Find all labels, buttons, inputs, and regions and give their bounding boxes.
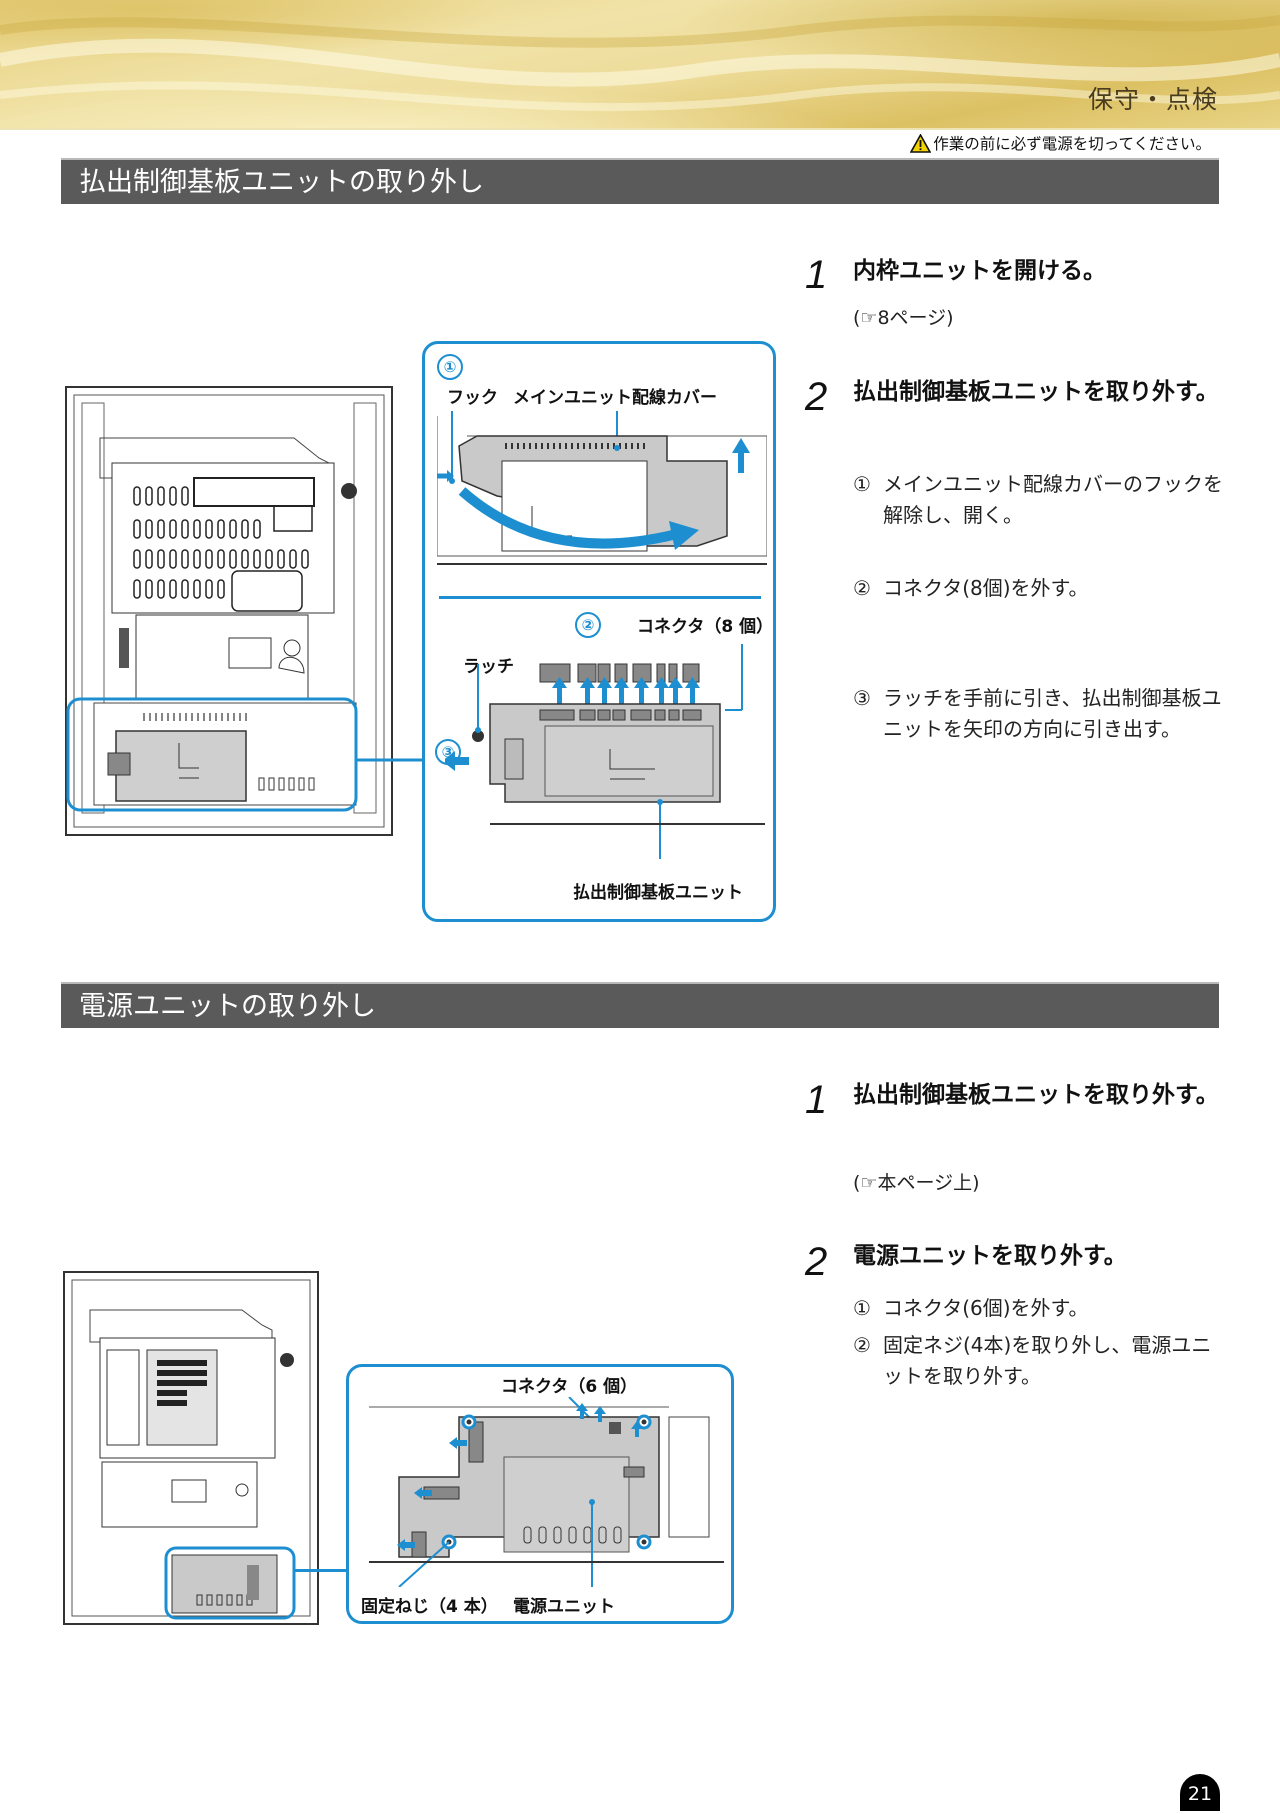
machine-overview-illustration [65,386,393,836]
step-number: 2 [805,1240,828,1284]
step-title: 払出制御基板ユニットを取り外す。 [853,379,1219,405]
substep-text: 固定ネジ(4本)を取り外し、電源ユニットを取り外す。 [883,1333,1212,1388]
section-title-power-unit: 電源ユニットの取り外し [61,982,1219,1028]
label-connectors-6: コネクタ（6 個） [501,1377,638,1397]
substep: ① コネクタ(6個)を外す。 [853,1293,1228,1324]
label-connectors-8: コネクタ（8 個） [637,617,774,637]
page-reference: (☞本ページ上) [853,1172,980,1194]
payout-board-illustration [445,644,765,859]
substep-text: コネクタ(6個)を外す。 [883,1296,1089,1320]
chapter-title: 保守・点検 [1087,85,1218,114]
substep-text: コネクタ(8個)を外す。 [883,576,1089,600]
label-main-unit-wiring-cover: メインユニット配線カバー [513,388,717,408]
step-number: 1 [805,253,828,297]
substep: ① メインユニット配線カバーのフックを解除し、開く。 [853,469,1228,531]
substep-text: メインユニット配線カバーのフックを解除し、開く。 [883,472,1223,527]
step-title: 払出制御基板ユニットを取り外す。 [853,1082,1219,1108]
substep: ③ ラッチを手前に引き、払出制御基板ユニットを矢印の方向に引き出す。 [853,683,1228,745]
substep-marker: ② [853,576,871,600]
callout-number-2: ② [575,612,601,638]
detail-callout-box: ① フック メインユニット配線カバー ② コネクタ（8 個） ラッチ ③ [422,341,776,922]
step-title: 電源ユニットを取り外す。 [853,1243,1127,1269]
warning-text: 作業の前に必ず電源を切ってください。 [933,135,1211,153]
callout-leader-line [356,758,426,762]
machine-overview-illustration-2 [63,1271,319,1625]
label-fixing-screws-4: 固定ねじ（4 本） [361,1597,498,1617]
label-hook: フック [447,388,498,408]
page-number: 21 [1180,1774,1220,1811]
substep-marker: ② [853,1333,871,1357]
label-payout-board-unit: 払出制御基板ユニット [573,883,743,903]
step-title: 内枠ユニットを開ける。 [853,258,1106,284]
callout-divider [439,596,761,599]
section-title-payout-board: 払出制御基板ユニットの取り外し [61,158,1219,204]
substep: ② コネクタ(8個)を外す。 [853,573,1228,604]
substep-marker: ① [853,472,871,496]
power-unit-illustration [369,1397,724,1587]
banner-wave-decoration [0,15,1280,112]
substep: ② 固定ネジ(4本)を取り外し、電源ユニットを取り外す。 [853,1330,1228,1392]
header-banner: 保守・点検 [0,0,1280,130]
callout-leader-line-2 [294,1569,346,1572]
power-unit-callout-box: コネクタ（6 個） 固定ねじ（4 本） 電源ユニット [346,1364,734,1624]
substep-marker: ① [853,1296,871,1320]
label-power-unit: 電源ユニット [513,1597,615,1617]
label-latch: ラッチ [463,657,514,677]
power-off-warning: 作業の前に必ず電源を切ってください。 [910,132,1211,154]
substep-text: ラッチを手前に引き、払出制御基板ユニットを矢印の方向に引き出す。 [883,686,1222,741]
substep-marker: ③ [853,686,871,710]
callout-number-1: ① [437,354,463,380]
warning-triangle-icon [910,133,932,153]
wiring-cover-illustration [437,411,767,565]
step-number: 2 [805,375,828,419]
page-reference: (☞8ページ) [853,307,954,329]
step-number: 1 [805,1078,828,1122]
